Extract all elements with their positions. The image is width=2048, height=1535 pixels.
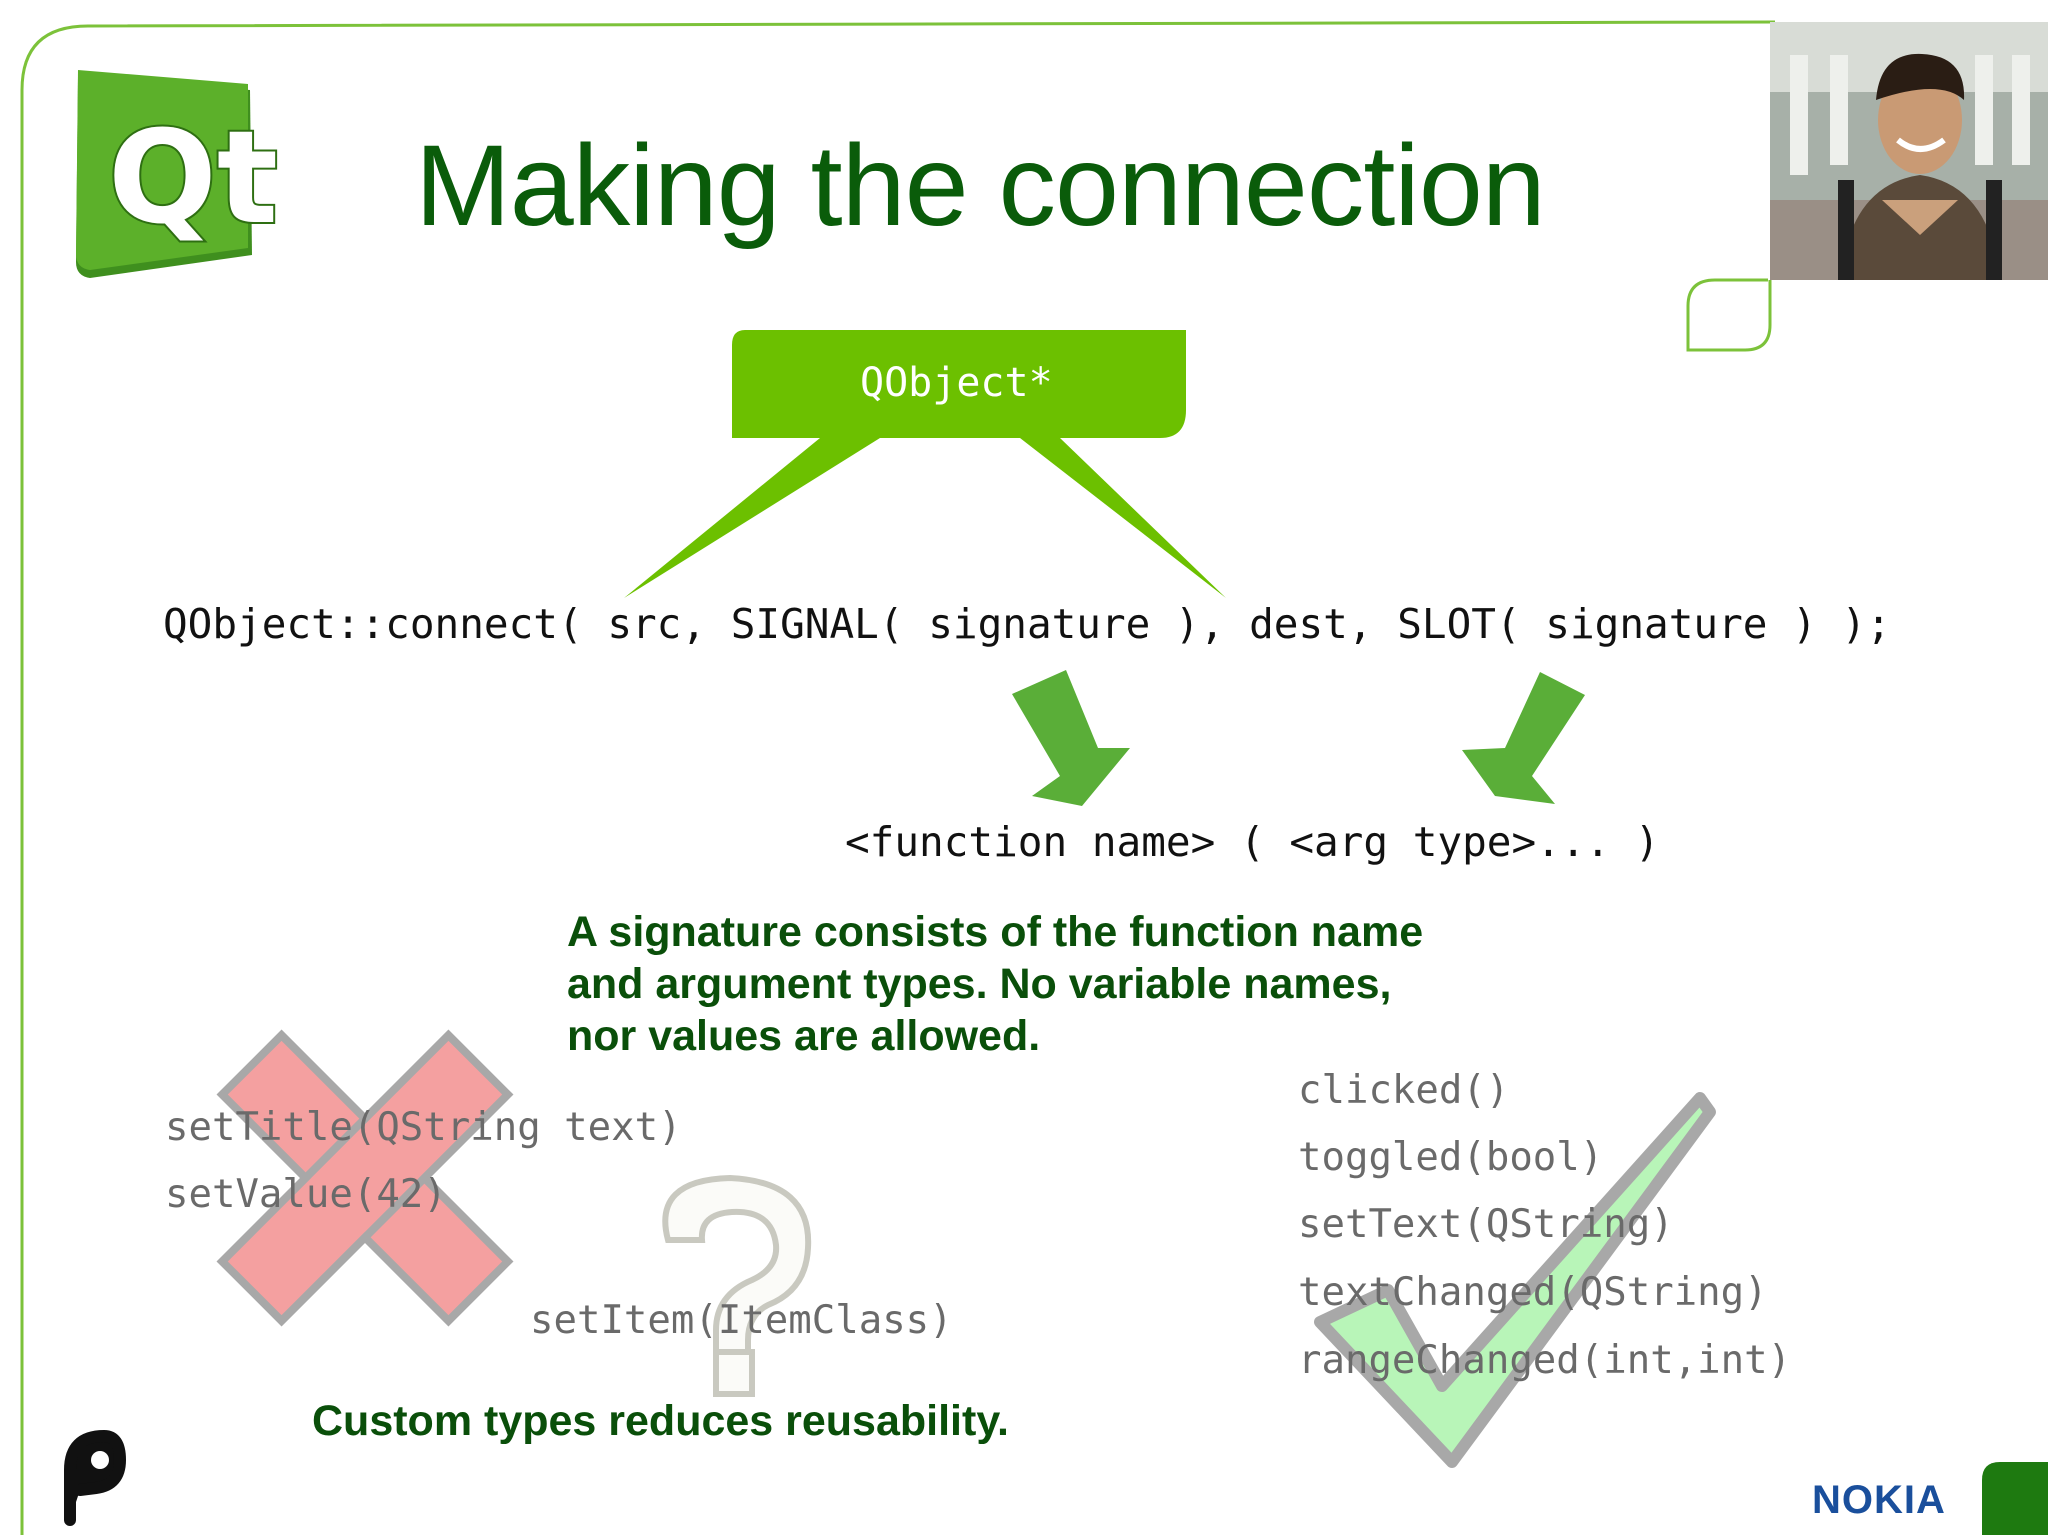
- questionable-example: setItem(ItemClass): [530, 1298, 953, 1343]
- nokia-logo: NOKIA: [1812, 1478, 1946, 1522]
- reusability-note: Custom types reduces reusability.: [312, 1397, 1009, 1445]
- signature-format-code: <function name> ( <arg type>... ): [845, 818, 1660, 866]
- valid-example: toggled(bool): [1298, 1135, 1604, 1180]
- valid-example: clicked(): [1298, 1068, 1510, 1113]
- svg-text:Qt: Qt: [108, 104, 278, 253]
- slide-title: Making the connection: [415, 122, 1546, 250]
- checkmark-icon: [1314, 1092, 1716, 1468]
- valid-example: textChanged(QString): [1298, 1270, 1768, 1315]
- valid-example: rangeChanged(int,int): [1298, 1338, 1792, 1383]
- presenter-logo-icon: [64, 1429, 127, 1526]
- cross-icon: [216, 1029, 514, 1327]
- signature-description: A signature consists of the function nam…: [567, 906, 1567, 1062]
- callout-label: QObject*: [860, 360, 1053, 406]
- invalid-example: setTitle(QString text): [165, 1105, 682, 1150]
- arrow-down-right-icon: [1012, 670, 1130, 806]
- connect-call-code: QObject::connect( src, SIGNAL( signature…: [163, 600, 1891, 648]
- qt-logo-icon: Qt: [76, 70, 280, 278]
- valid-example: setText(QString): [1298, 1202, 1674, 1247]
- description-line: and argument types. No variable names,: [567, 960, 1392, 1008]
- invalid-example: setValue(42): [165, 1172, 447, 1217]
- corner-tab: [1982, 1462, 2048, 1535]
- arrow-down-left-icon: [1462, 672, 1585, 804]
- student-photo: [1770, 22, 2048, 280]
- description-line: nor values are allowed.: [567, 1012, 1041, 1060]
- description-line: A signature consists of the function nam…: [567, 908, 1424, 956]
- qobject-callout: [624, 330, 1226, 598]
- question-mark-icon: [662, 1174, 812, 1397]
